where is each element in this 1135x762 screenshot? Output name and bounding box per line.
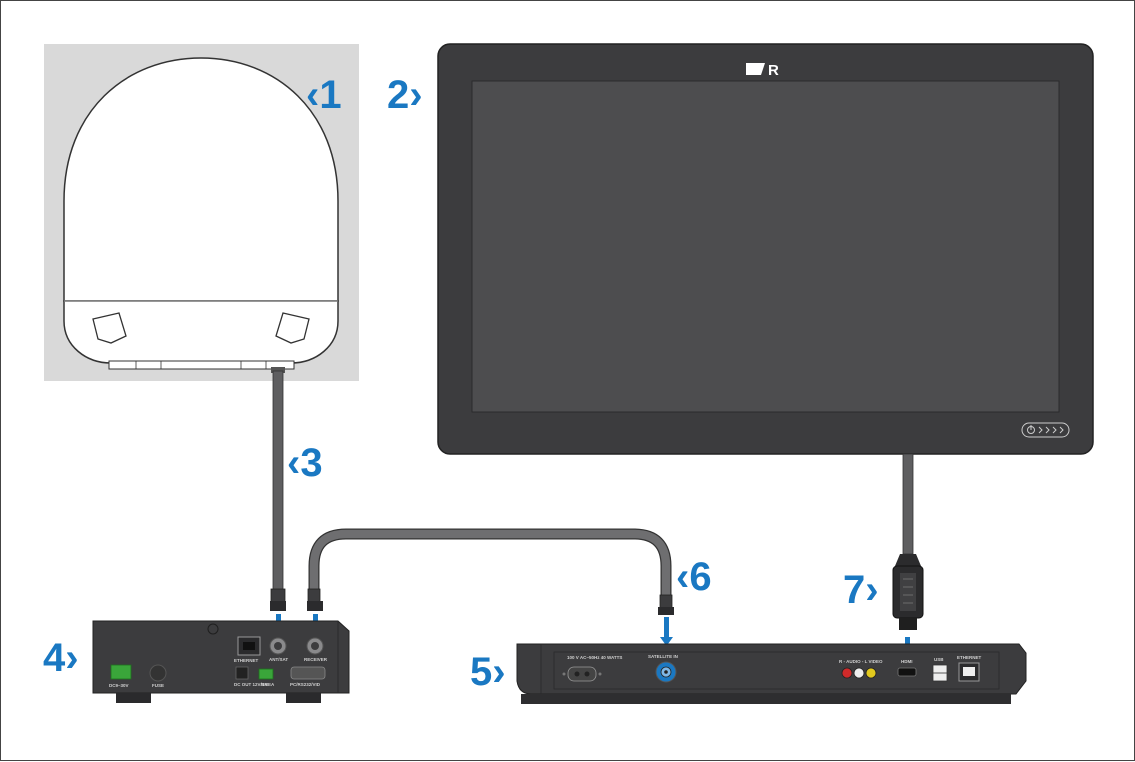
callout-2-number: 2 — [387, 73, 410, 117]
power-button-icon — [1021, 422, 1070, 438]
brand-logo-letter: R — [768, 62, 779, 79]
callout-6-number: 6 — [689, 555, 712, 599]
label-box-ethernet: ETHERNET — [957, 655, 982, 660]
label-satellite-in: SATELLITE IN — [648, 654, 678, 659]
callout-5-number: 5 — [470, 650, 493, 694]
label-dc-out: DC OUT 12V/1A — [234, 682, 268, 687]
callout-1: ‹1 — [306, 75, 342, 115]
callout-2: 2› — [387, 75, 423, 115]
callout-3: ‹3 — [287, 443, 323, 483]
hdmi-cable — [892, 453, 924, 630]
label-power: DC9–30V — [109, 683, 129, 688]
callout-6: ‹6 — [676, 557, 712, 597]
label-pc-rs232: PC/RS232/VID — [290, 682, 321, 687]
label-ac-in: 100 V AC~50Hz 40 WATTS — [567, 655, 622, 660]
callout-4-number: 4 — [43, 636, 66, 680]
label-ant-sat: ANT/SAT — [269, 657, 288, 662]
display-monitor: R — [437, 43, 1094, 455]
callout-7-number: 7 — [843, 568, 866, 612]
satellite-tv-box: 100 V AC~50Hz 40 WATTS SATELLITE IN R - … — [516, 643, 1027, 704]
label-usb: USB — [934, 657, 944, 662]
arrow-right-icon: › — [865, 568, 879, 612]
antenna-cable — [270, 370, 286, 611]
callout-1-number: 1 — [319, 73, 342, 117]
callout-3-number: 3 — [300, 441, 323, 485]
label-ethernet: ETHERNET — [234, 658, 259, 663]
label-hdmi: HDMI — [901, 659, 913, 664]
label-audio-video: R - AUDIO - L VIDEO — [839, 659, 883, 664]
label-receiver: RECEIVER — [304, 657, 328, 662]
satellite-antenna — [63, 57, 339, 373]
arrow-left-icon: ‹ — [287, 441, 301, 485]
callout-4: 4› — [43, 638, 79, 678]
arrow-left-icon: ‹ — [676, 555, 690, 599]
arrow-right-icon: › — [65, 636, 79, 680]
satellite-receiver: DC9–30V FUSE ETHERNET DC OUT 12V/1A ANT/… — [92, 620, 350, 703]
brand-logo: R — [746, 62, 779, 79]
satellite-cable — [307, 528, 674, 615]
callout-7: 7› — [843, 570, 879, 610]
arrow-right-icon: › — [492, 650, 506, 694]
callout-5: 5› — [470, 652, 506, 692]
arrow-left-icon: ‹ — [306, 73, 320, 117]
label-fuse: FUSE — [152, 683, 164, 688]
label-nmea: NMEA — [261, 682, 275, 687]
arrow-right-icon: › — [409, 73, 423, 117]
